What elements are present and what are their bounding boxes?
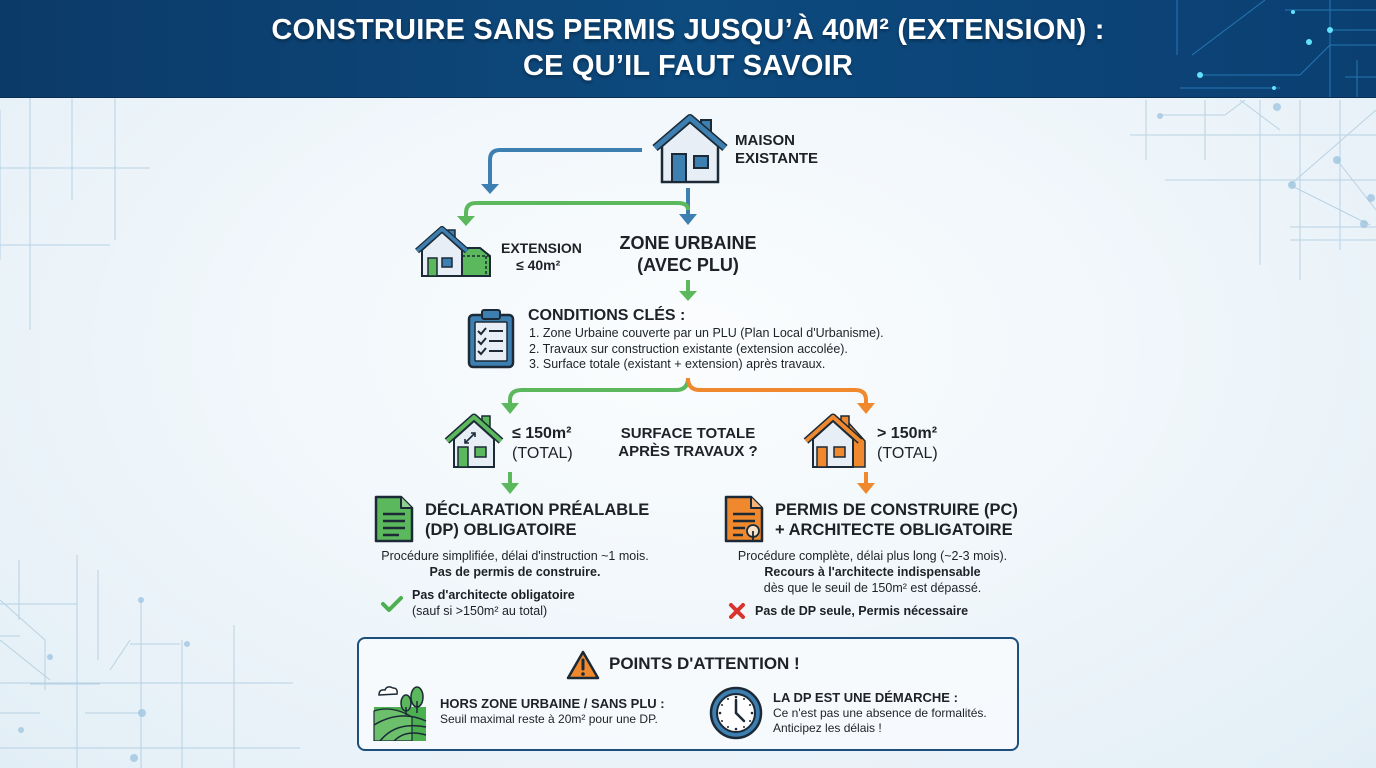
right-surface-value: > 150m² [877, 425, 938, 442]
clock-icon [709, 686, 763, 740]
dp-note-line-2: (sauf si >150m² au total) [412, 604, 548, 618]
condition-item: 3. Surface totale (existant + extension)… [529, 357, 826, 371]
conditions-list: 1. Zone Urbaine couverte par un PLU (Pla… [529, 326, 884, 373]
check-icon [381, 596, 403, 612]
cross-icon [729, 603, 745, 619]
pc-note: Pas de DP seule, Permis nécessaire [755, 604, 969, 618]
attention-right: LA DP EST UNE DÉMARCHE : Ce n'est pas un… [773, 690, 987, 736]
conditions-title: CONDITIONS CLÉS : [528, 307, 686, 324]
left-surface-total: (TOTAL) [512, 445, 573, 462]
title-line-2: CE QU’IL FAUT SAVOIR [522, 50, 853, 82]
left-surface-value: ≤ 150m² [512, 425, 572, 442]
pc-desc-line-1: Procédure complète, délai plus long (~2-… [737, 549, 1008, 563]
start-node-label: MAISON EXISTANTE [735, 132, 818, 168]
dp-title-line-2: (DP) OBLIGATOIRE [425, 521, 577, 539]
start-line-1: MAISON [735, 132, 795, 149]
house-resize-icon [444, 413, 504, 468]
house-icon [652, 114, 728, 184]
warning-icon [566, 650, 600, 680]
zone-urbaine-node: ZONE URBAINE (AVEC PLU) [606, 232, 770, 276]
dp-desc-line-2: Pas de permis de construire. [429, 565, 601, 579]
extension-limit: ≤ 40m² [516, 257, 561, 273]
clipboard-checklist-icon [467, 309, 515, 369]
attention-right-heading: LA DP EST UNE DÉMARCHE : [773, 690, 958, 705]
pc-title-line-1: PERMIS DE CONSTRUIRE (PC) [775, 501, 1018, 519]
document-orange-seal-icon [724, 495, 764, 543]
dp-desc-line-1: Procédure simplifiée, délai d'instructio… [381, 549, 649, 563]
attention-left-heading: HORS ZONE URBAINE / SANS PLU : [440, 696, 665, 711]
condition-item: 2. Travaux sur construction existante (e… [529, 341, 848, 356]
zone-line-2: (AVEC PLU) [637, 255, 739, 275]
dp-title: DÉCLARATION PRÉALABLE (DP) OBLIGATOIRE [425, 500, 649, 540]
start-line-2: EXISTANTE [735, 150, 819, 167]
question-line-2: APRÈS TRAVAUX ? [618, 443, 758, 460]
landscape-icon [373, 686, 427, 741]
dp-note: Pas d'architecte obligatoire (sauf si >1… [412, 587, 575, 619]
page-title: CONSTRUIRE SANS PERMIS JUSQU’À 40M² (EXT… [0, 12, 1376, 84]
attention-left: HORS ZONE URBAINE / SANS PLU : Seuil max… [440, 696, 665, 727]
left-surface-label: ≤ 150m² (TOTAL) [512, 424, 573, 464]
title-line-1: CONSTRUIRE SANS PERMIS JUSQU’À 40M² (EXT… [271, 14, 1105, 46]
question-line-1: SURFACE TOTALE [620, 425, 756, 442]
pc-description: Procédure complète, délai plus long (~2-… [700, 548, 1045, 596]
right-surface-label: > 150m² (TOTAL) [877, 424, 938, 464]
attention-right-text-2: Anticipez les délais ! [773, 721, 882, 735]
pc-title-line-2: + ARCHITECTE OBLIGATOIRE [775, 521, 1013, 539]
right-surface-total: (TOTAL) [877, 445, 938, 462]
pc-desc-line-3: dès que le seuil de 150m² est dépassé. [763, 581, 982, 595]
dp-title-line-1: DÉCLARATION PRÉALABLE [425, 501, 650, 519]
pc-desc-line-2: Recours à l'architecte indispensable [764, 565, 981, 579]
attention-panel: POINTS D'ATTENTION ! HORS ZONE URBAINE /… [357, 637, 1019, 751]
dp-note-line-1: Pas d'architecte obligatoire [412, 588, 575, 602]
house-extension-icon [415, 226, 491, 277]
page-header: CONSTRUIRE SANS PERMIS JUSQU’À 40M² (EXT… [0, 0, 1376, 98]
attention-left-text: Seuil maximal reste à 20m² pour une DP. [440, 712, 658, 726]
pc-title: PERMIS DE CONSTRUIRE (PC) + ARCHITECTE O… [775, 500, 1018, 540]
attention-title: POINTS D'ATTENTION ! [609, 654, 800, 673]
house-large-icon [803, 413, 866, 468]
dp-description: Procédure simplifiée, délai d'instructio… [350, 548, 680, 580]
document-green-icon [374, 495, 414, 543]
attention-right-text-1: Ce n'est pas une absence de formalités. [773, 706, 987, 720]
extension-label: EXTENSION [501, 240, 582, 256]
surface-question: SURFACE TOTALE APRÈS TRAVAUX ? [600, 425, 776, 461]
condition-item: 1. Zone Urbaine couverte par un PLU (Pla… [529, 326, 884, 340]
zone-line-1: ZONE URBAINE [619, 233, 757, 253]
